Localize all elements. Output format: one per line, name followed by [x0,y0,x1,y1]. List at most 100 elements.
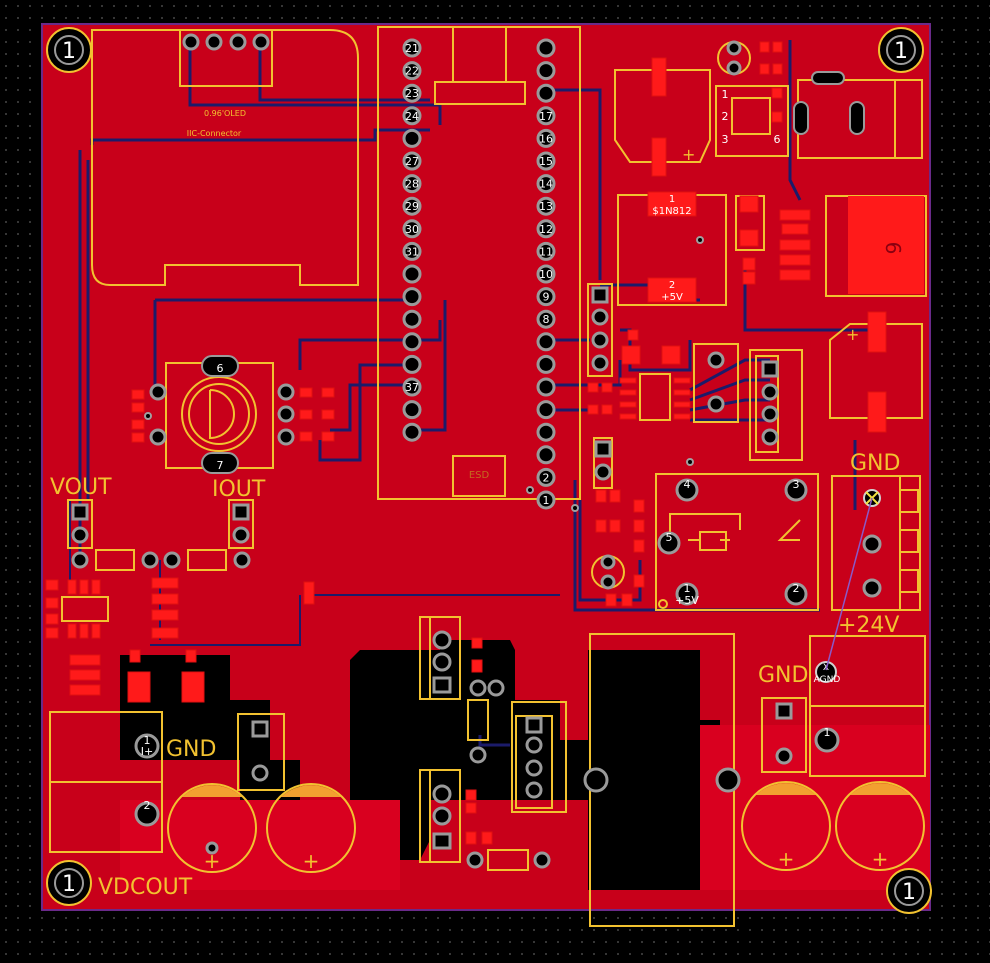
left-header-pin[interactable] [402,196,422,216]
mosfet-lower[interactable] [419,769,461,863]
right-header-pin[interactable] [536,106,556,126]
dip-pin-label: 6 [774,133,781,146]
left-header-pin[interactable] [402,377,422,397]
jumper-mid-left[interactable] [237,713,285,791]
left-header-pin[interactable] [402,219,422,239]
left-header-pin[interactable] [402,332,422,352]
mounting-hole-top-right[interactable]: 1 [878,27,924,73]
power-inductor[interactable] [583,633,741,927]
left-header-pin[interactable] [402,61,422,81]
relay-supply-label: +5V [675,594,699,607]
left-header-pin[interactable] [402,400,422,420]
relay-pin-label: 3 [793,478,800,491]
right-header-pin[interactable] [536,422,556,442]
right-header-pin[interactable] [536,332,556,352]
right-header-pin[interactable] [536,467,556,487]
hole-label: 1 [902,880,916,905]
left-header-pin[interactable] [402,83,422,103]
left-header-pin[interactable] [402,128,422,148]
right-header-pin[interactable] [536,61,556,81]
connector-4pin[interactable] [749,349,803,461]
oled-pin-4[interactable] [252,33,270,51]
left-header-pin[interactable] [402,354,422,374]
vout-label: VOUT [50,475,112,500]
resistor-row [71,549,251,571]
potentiometer[interactable]: 6 7 [149,355,295,474]
right-header-pin[interactable] [536,445,556,465]
left-header-pin-label: 29 [405,200,419,213]
right-header-pin-label: 14 [539,178,553,191]
right-header-pin[interactable] [536,174,556,194]
iout-connector[interactable] [228,499,254,549]
mounting-hole-bottom-right[interactable]: 1 [886,868,932,914]
gnd-mid-label: GND [758,663,808,688]
left-header-pin[interactable] [402,241,422,261]
right-header-pin[interactable] [536,38,556,58]
pin-label: 1 [824,726,831,739]
large-pad-regulator[interactable]: 6 [825,195,927,297]
opamp-left [45,577,315,703]
right-header-pin[interactable] [536,287,556,307]
oled-pin-2[interactable] [205,33,223,51]
right-header-pin[interactable] [536,490,556,510]
header-column-right[interactable] [587,283,613,415]
right-header-pin[interactable] [536,219,556,239]
mounting-hole-top-left[interactable]: 1 [46,27,92,73]
board-edge [41,23,931,911]
trimmer[interactable] [693,343,739,423]
pot-pin-bottom: 7 [217,459,224,472]
capacitor-2: + [266,783,356,873]
left-header-pin[interactable] [402,106,422,126]
dip-pin-label: 1 [722,88,729,101]
right-header-pin[interactable] [536,264,556,284]
right-header-pin[interactable] [536,196,556,216]
left-header-pin[interactable] [402,174,422,194]
left-header-pin-label: 23 [405,87,419,100]
right-header-pin[interactable] [536,241,556,261]
left-header-pin[interactable] [402,151,422,171]
right-header-pin[interactable] [536,377,556,397]
reg-1-number: 1 [669,194,675,205]
oled-pin-3[interactable] [229,33,247,51]
right-header-pin[interactable] [536,151,556,171]
mounting-hole-bottom-left[interactable]: 1 [46,860,92,906]
relay[interactable]: 4 3 5 2 1 +5V [655,473,819,611]
mosfet-upper[interactable] [419,616,461,700]
capacitor-3: + [741,781,831,871]
v24-label: +24V [838,613,899,638]
smd-resistors-pot [131,387,335,443]
dip-switch[interactable]: 1 2 3 6 [715,40,789,157]
svg-text:+: + [778,847,795,871]
hole-label: 1 [894,39,908,64]
right-header-pin-label: 10 [539,268,553,281]
left-header-pin[interactable] [402,38,422,58]
left-header-pin[interactable] [402,287,422,307]
right-header-pin[interactable] [536,128,556,148]
relay-pin-label: 1 [684,582,691,595]
reg-1-name: $1N812 [652,206,691,217]
right-header-pin[interactable] [536,83,556,103]
pin-1-label: 1 [144,734,151,747]
left-header-pin[interactable] [402,309,422,329]
mcu-module: ESD [377,26,581,500]
vias [144,236,704,512]
right-header-pin[interactable] [536,400,556,420]
relay-pin-label: 5 [666,531,673,544]
gnd-header[interactable] [761,697,807,773]
current-input-connector[interactable]: 1 I+ 2 [49,711,163,853]
right-header-pin-label: 2 [543,471,550,484]
dc-jack[interactable] [793,71,923,159]
driver-ic[interactable] [511,701,567,813]
power-input-connector[interactable]: 1 [809,635,926,777]
left-header-pin[interactable] [402,264,422,284]
right-header-pin[interactable] [536,309,556,329]
vout-connector[interactable] [67,499,93,549]
oled-pin-1[interactable] [182,33,200,51]
left-header-pin[interactable] [402,422,422,442]
gnd-right-label: GND [850,451,900,476]
vdcout-label: VDCOUT [98,875,193,900]
left-header-pin-label: 22 [405,65,419,78]
right-header-pin[interactable] [536,354,556,374]
right-header-pin-label: 8 [543,313,550,326]
